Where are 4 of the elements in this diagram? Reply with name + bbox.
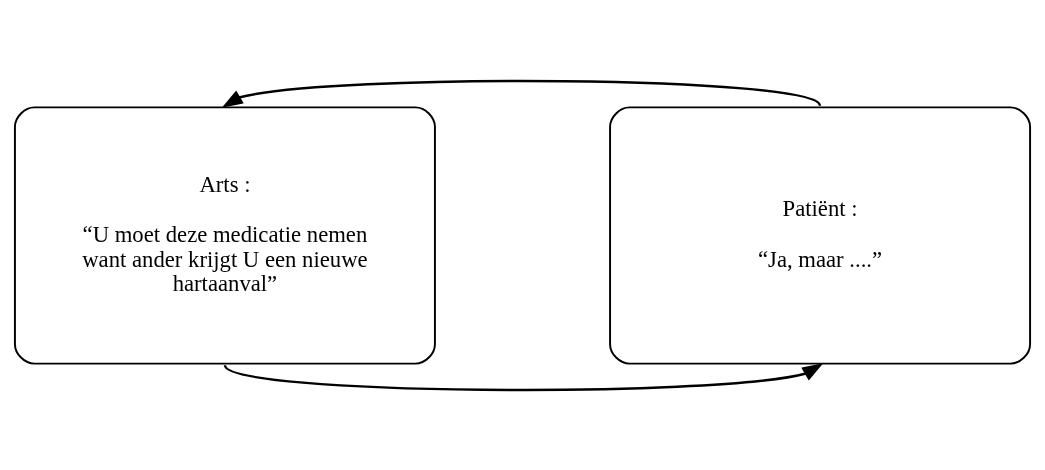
arrow [221, 79, 821, 108]
node-box: Patiënt : “Ja, maar ....” [609, 105, 1032, 365]
arrow [224, 362, 824, 391]
node-box: Arts : “U moet deze medicatie nemen want ander krijgt U een nieuwe hartaanval” [13, 105, 436, 365]
